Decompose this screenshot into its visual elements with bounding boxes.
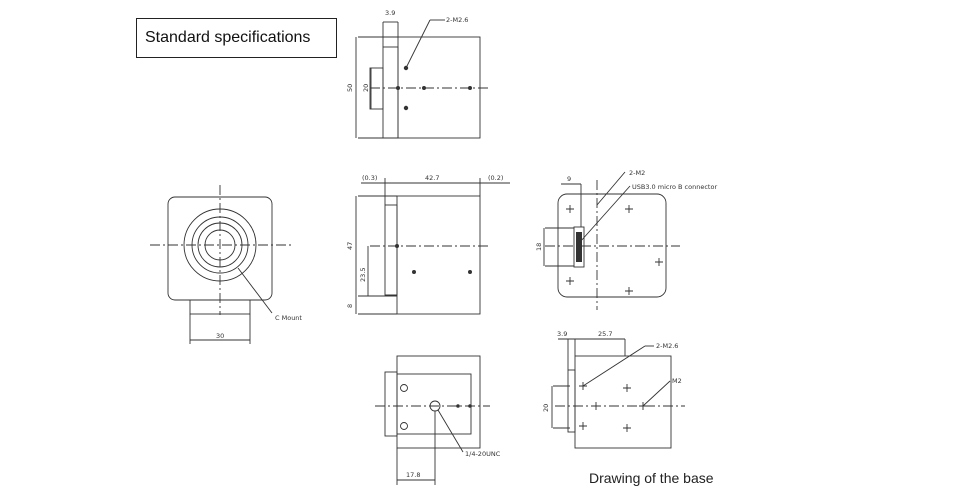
top-hole-2 [403,105,409,111]
rear-body-outline [557,193,667,298]
base-view [551,338,685,449]
top-mount-stub [369,67,384,110]
page-title: Standard specifications [145,29,311,46]
base-callout-leader-1 [582,345,646,387]
bottom-hole-1 [456,404,460,408]
base-lens-section [567,369,576,433]
c-mount-label: C Mount [275,314,302,322]
side-dim-base-label: 8 [346,304,354,308]
base-dim-length-label: 25.7 [598,330,612,338]
side-dim-left-gap-label: (0.3) [362,174,377,182]
top-hole-1 [403,65,409,71]
c-mount-leader [237,267,273,314]
page-title-box: Standard specifications [136,18,337,58]
side-hole-3 [468,270,472,274]
top-hole-5 [396,86,400,90]
base-body-outline [574,355,672,449]
rear-callout-leader-2 [579,185,631,243]
side-hole-1 [395,244,399,248]
side-dim-right-gap-label: (0.2) [488,174,503,182]
base-callout-label-2: M2 [672,377,682,385]
usb-connector-fill [576,232,582,262]
base-callout-label-1: 2-M2.6 [656,342,678,350]
base-dim-height-label: 20 [542,404,550,412]
side-hole-2 [412,270,416,274]
bottom-dim-offset-label: 17.8 [406,471,420,479]
front-base-plate [189,299,251,315]
rear-dim-offset-label: 9 [567,175,571,183]
usb-connector-outline [573,226,585,268]
side-view [355,178,510,315]
base-dim-offset-label: 3.9 [557,330,567,338]
rear-view [543,171,680,310]
top-dim-inner-label: 20 [362,84,370,92]
side-dim-length-label: 42.7 [425,174,439,182]
bottom-callout-label: 1/4-20UNC [465,450,501,458]
bottom-screw-1 [400,384,408,392]
rear-dim-height-label: 18 [535,243,543,251]
side-dim-center-label: 23.5 [359,268,367,282]
top-callout-leader [405,19,431,69]
top-dim-offset-label: 3.9 [385,9,395,17]
bottom-view [375,355,490,485]
bottom-hole-2 [468,404,472,408]
top-body-outline [397,36,481,139]
rear-screw-marks [566,205,663,295]
side-body-outline [396,195,481,315]
top-view [355,19,490,139]
rear-callout-label-1: 2-M2 [629,169,645,177]
side-lens-section [384,204,398,296]
rear-callout-label-2: USB3.0 micro B connector [632,183,717,191]
bottom-callout-leader [437,409,464,453]
top-lens-section [382,46,399,139]
top-hole-3 [422,86,426,90]
base-callout-leader-2 [642,380,671,407]
rear-callout-leader-1 [596,171,626,206]
top-callout-label: 2-M2.6 [446,16,468,24]
bottom-lens-section [384,371,398,437]
bottom-screw-2 [400,422,408,430]
top-dim-height-label: 50 [346,84,354,92]
side-dim-height-label: 47 [346,242,354,250]
base-screw-marks [579,382,647,432]
base-drawing-caption: Drawing of the base [589,470,714,486]
front-view [150,185,292,344]
front-dim-width-label: 30 [216,332,224,340]
top-hole-4 [468,86,472,90]
bottom-base-plate [396,373,472,435]
